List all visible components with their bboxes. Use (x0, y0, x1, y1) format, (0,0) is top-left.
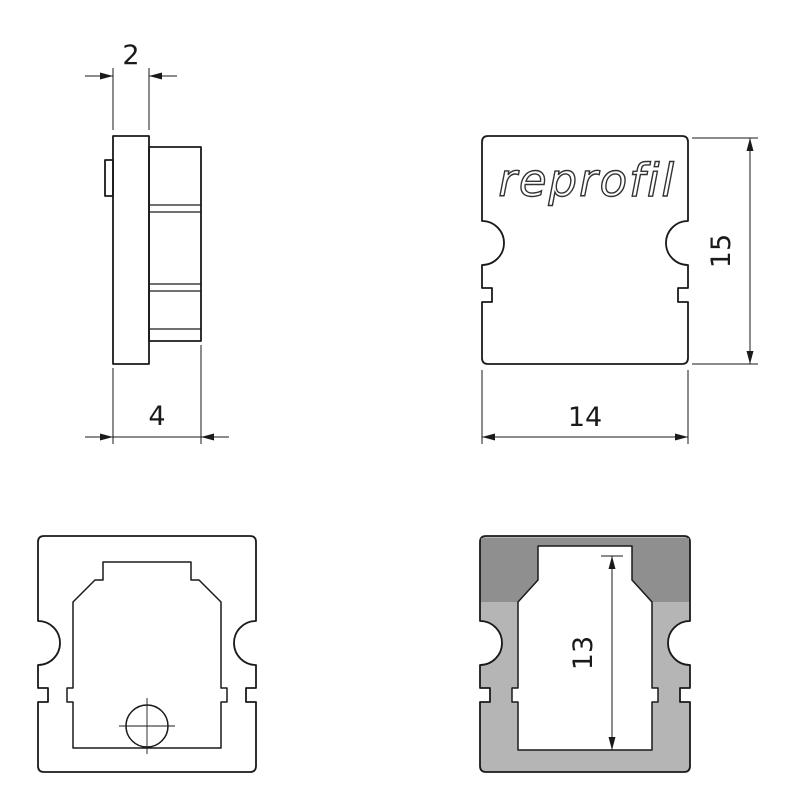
side-view-body (148, 146, 202, 342)
dimension-side-top-width: 2 (85, 40, 177, 130)
dimension-side-total-width: 4 (85, 345, 229, 444)
front-view: reprofil 15 14 (481, 135, 758, 444)
front-outline-view (37, 535, 257, 773)
inner-profile-contour (66, 561, 228, 749)
brand-logo-text: reprofil (498, 154, 676, 207)
dim-arrow (201, 433, 214, 441)
dim-14-label: 14 (568, 402, 602, 433)
dimension-front-width: 14 (481, 370, 689, 444)
front-view-outline (481, 135, 689, 365)
cap-outline (37, 535, 257, 773)
dim-arrow (608, 737, 616, 750)
dim-2-label: 2 (122, 40, 139, 71)
dim-arrow (100, 72, 113, 80)
dim-15-label: 15 (706, 234, 737, 268)
dim-arrow (149, 72, 162, 80)
dim-arrow (100, 433, 113, 441)
side-view-tab (104, 159, 114, 197)
side-view-detail-lines (149, 204, 201, 330)
dim-arrow (675, 433, 688, 441)
cross-section-view: 13 (479, 535, 691, 773)
dim-4-label: 4 (148, 401, 165, 432)
section-cavity (511, 545, 659, 751)
dim-arrow (746, 138, 754, 151)
dimension-front-height: 15 (692, 137, 758, 365)
dim-13-label: 13 (568, 636, 599, 670)
side-view-flange (112, 135, 150, 365)
side-view: 2 4 (85, 40, 229, 444)
screw-hole (119, 698, 175, 754)
dim-arrow (746, 351, 754, 364)
dim-arrow (608, 556, 616, 569)
dim-arrow (482, 433, 495, 441)
dimension-section-inner-height: 13 (568, 555, 623, 750)
